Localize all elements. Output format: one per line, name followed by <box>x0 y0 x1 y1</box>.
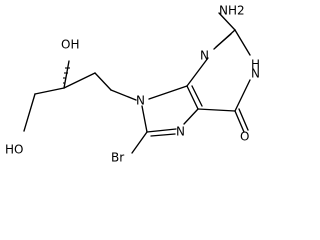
n9-label: N <box>136 94 145 108</box>
bond-chain-3 <box>34 87 65 95</box>
bond-secondary-oh <box>63 60 70 89</box>
bond-c2-n1 <box>234 29 251 56</box>
bond-primary-oh <box>23 93 36 132</box>
bond-c8-br <box>131 131 148 154</box>
chemical-structure: NH2 N H N N N O Br OH HO <box>5 4 260 165</box>
bond-c4-c5-double <box>191 85 203 107</box>
bond-n9-chain <box>110 89 137 101</box>
bromine-label: Br <box>111 151 124 165</box>
bond-n9-c8 <box>141 105 148 133</box>
bond-c4-n9 <box>148 85 188 100</box>
n3-label: N <box>200 49 209 63</box>
n1-label: N <box>251 67 260 81</box>
primary-hydroxyl-label: HO <box>5 143 23 157</box>
bond-c4-c5 <box>186 85 199 110</box>
bond-c8-n7-double <box>150 133 176 137</box>
secondary-hydroxyl-label: OH <box>61 38 79 52</box>
bond-n7-c5 <box>183 108 199 125</box>
bond-c5-c6 <box>197 108 236 112</box>
stereo-hash-bond <box>63 67 70 84</box>
bond-layer <box>23 12 251 154</box>
bond-n3-c4 <box>186 57 209 87</box>
bond-c8-n7 <box>146 128 177 133</box>
bond-c2-n3-double <box>215 33 232 48</box>
bond-c6-o <box>234 110 245 133</box>
bond-n1-c6 <box>234 79 251 112</box>
bond-chain-1 <box>94 72 112 91</box>
bond-c6-o-double <box>238 108 249 131</box>
carbonyl-oxygen-label: O <box>240 130 249 144</box>
n1-hydrogen-label: H <box>251 58 260 72</box>
n7-label: N <box>176 125 185 139</box>
bond-c2-nh2 <box>218 12 236 31</box>
bond-chain-2 <box>63 72 96 89</box>
amino-group-label: NH2 <box>219 4 245 18</box>
